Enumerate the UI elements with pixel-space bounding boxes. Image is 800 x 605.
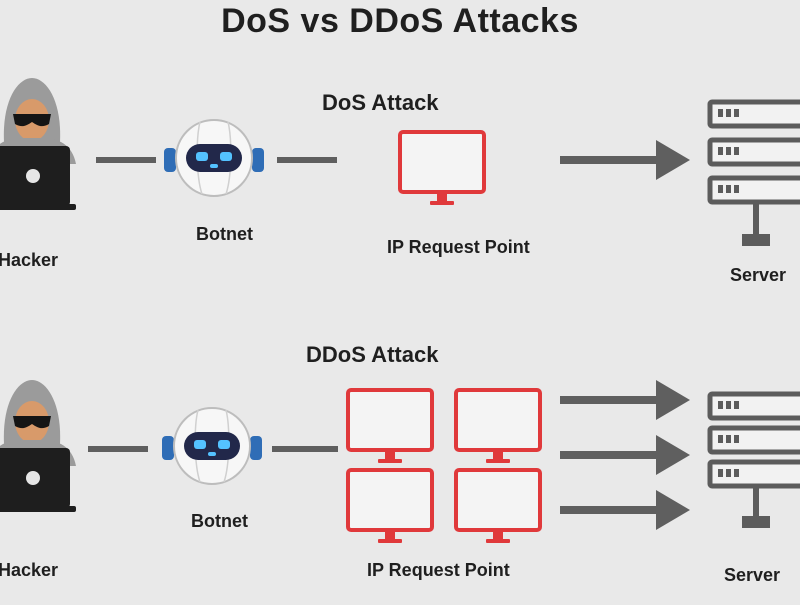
ddos-hacker-icon: [0, 380, 76, 512]
ddos-arrow-icon-3: [560, 490, 690, 530]
ddos-hacker-label: Hacker: [0, 560, 59, 580]
diagram-title: DoS vs DDoS Attacks: [221, 2, 579, 40]
dos-monitor-icon: [398, 130, 486, 207]
dos-arrow-icon: [560, 140, 690, 180]
ddos-robot-icon: [161, 407, 263, 485]
dos-hacker-label: Hacker: [0, 250, 59, 270]
dos-robot-icon: [163, 119, 265, 197]
ddos-server-rack-icon: [710, 394, 800, 528]
ddos-connector-1: [88, 446, 148, 452]
dos-botnet-label: Botnet: [196, 224, 253, 244]
ddos-arrow-icon-1: [560, 380, 690, 420]
ddos-request-label: IP Request Point: [367, 560, 510, 580]
ddos-monitor-icon-3: [346, 468, 434, 545]
ddos-monitor-icon-1: [346, 388, 434, 465]
dos-server-rack-icon: [710, 102, 800, 246]
dos-request-label: IP Request Point: [387, 237, 530, 257]
ddos-heading: DDoS Attack: [306, 342, 439, 367]
ddos-arrow-icon-2: [560, 435, 690, 475]
ddos-server-label: Server: [724, 565, 781, 585]
dos-connector-2: [277, 157, 337, 163]
ddos-botnet-label: Botnet: [191, 511, 248, 531]
ddos-connector-2: [272, 446, 338, 452]
ddos-monitor-icon-2: [454, 388, 542, 465]
dos-connector-1: [96, 157, 156, 163]
ddos-monitor-icon-4: [454, 468, 542, 545]
dos-server-label: Server: [730, 265, 787, 285]
dos-hacker-icon: [0, 78, 76, 210]
dos-heading: DoS Attack: [322, 90, 439, 115]
